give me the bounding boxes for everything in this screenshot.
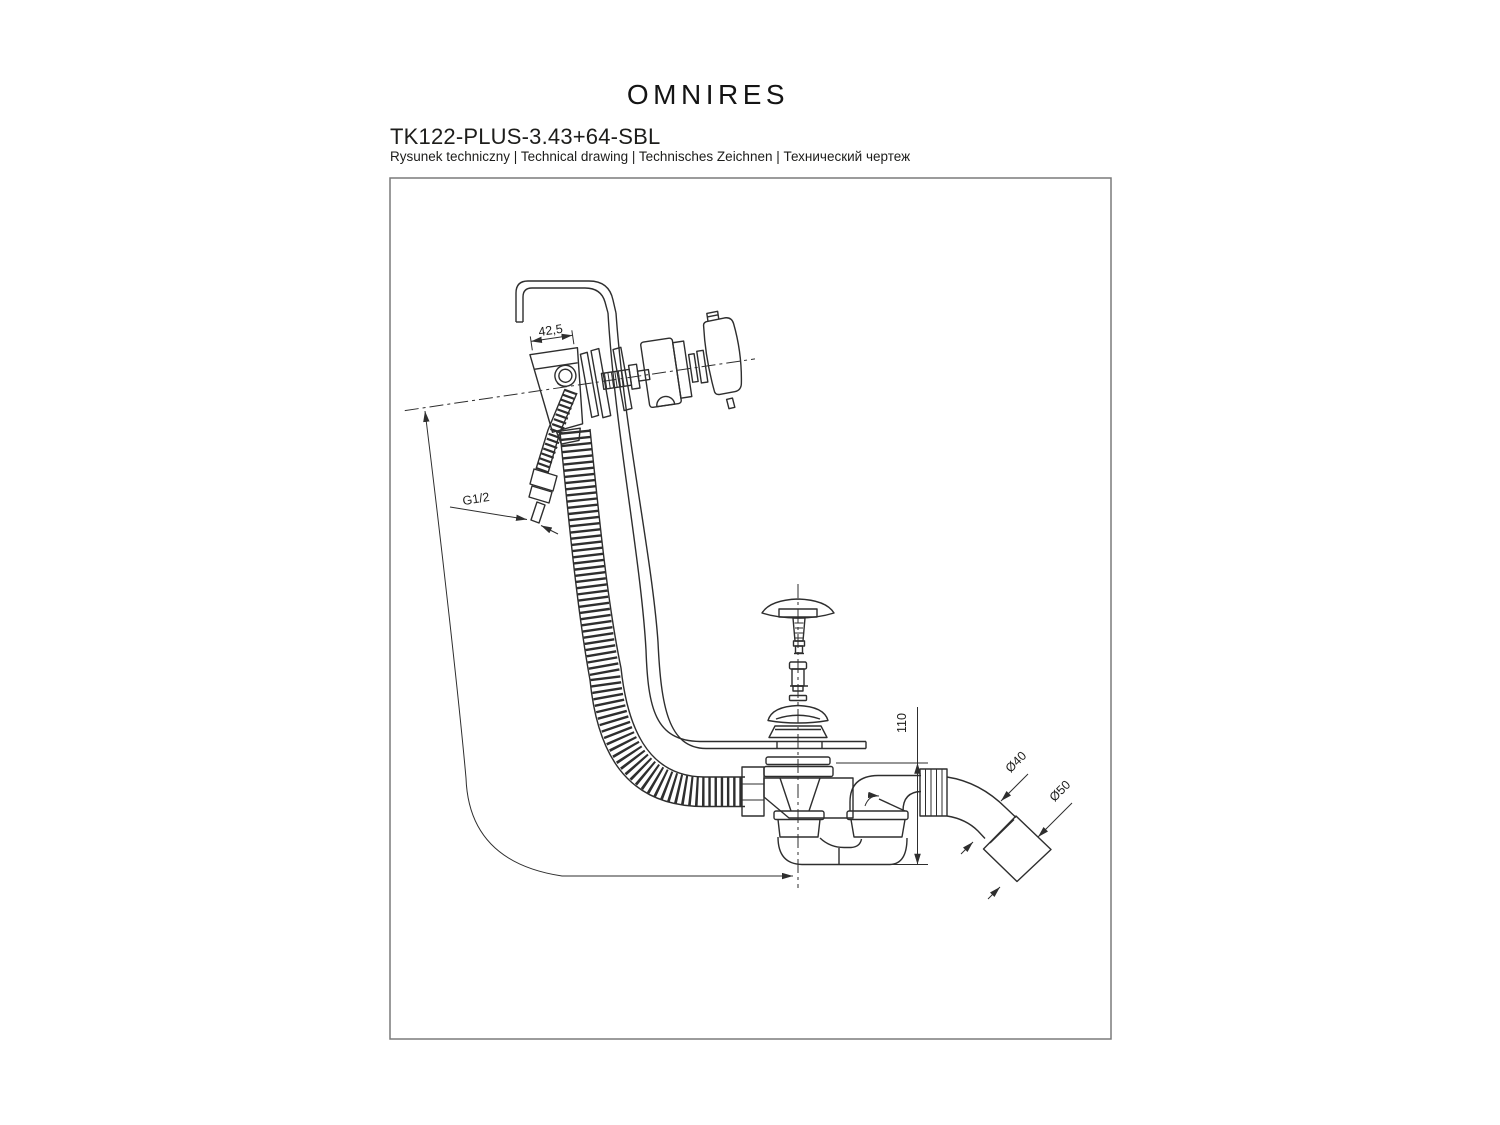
brand-logo: OMNIRES bbox=[626, 79, 790, 110]
waste-drain-assembly bbox=[741, 756, 1052, 883]
waste-plug-exploded bbox=[761, 584, 835, 888]
drain-body bbox=[763, 777, 854, 819]
trap-cup-right bbox=[846, 810, 909, 821]
overflow-assembly: 42,5 bbox=[404, 310, 756, 445]
knob-housing bbox=[640, 337, 693, 409]
outlet-pipe bbox=[946, 776, 1017, 819]
product-code: TK122-PLUS-3.43+64-SBL bbox=[390, 124, 661, 149]
overflow-width-label: 42,5 bbox=[538, 322, 564, 339]
supply-hose: G1/2 bbox=[449, 388, 578, 535]
plug-cap bbox=[761, 598, 835, 619]
tub-outline bbox=[423, 410, 793, 880]
drawing-frame bbox=[389, 177, 1112, 1040]
outlet-coupling bbox=[982, 815, 1052, 883]
overflow-width-dimension: 42,5 bbox=[529, 322, 575, 351]
drain-gasket bbox=[768, 725, 828, 739]
supply-thread-label: G1/2 bbox=[462, 490, 491, 508]
outlet-large-dimension: Ø50 bbox=[987, 778, 1074, 900]
plug-cartridge bbox=[788, 661, 808, 692]
flex-hose bbox=[559, 428, 745, 808]
outlet-nut bbox=[919, 768, 948, 817]
supply-hose-nut bbox=[529, 468, 558, 492]
trap-cup-left bbox=[773, 810, 825, 821]
cable-pulley bbox=[554, 364, 577, 387]
plug-washer bbox=[788, 694, 808, 702]
swivel-arrow bbox=[864, 791, 880, 807]
overflow-body bbox=[529, 347, 584, 433]
drain-height-dimension: 110 bbox=[836, 707, 928, 865]
drawing-subtitle: Rysunek techniczny | Technical drawing |… bbox=[390, 149, 911, 164]
threaded-stem bbox=[600, 363, 651, 391]
outlet-large-label: Ø50 bbox=[1047, 778, 1074, 805]
strainer-flange bbox=[765, 756, 831, 766]
trap-elbow bbox=[849, 774, 921, 811]
outlet-small-label: Ø40 bbox=[1003, 749, 1030, 776]
hose-nut bbox=[741, 766, 765, 817]
tub-wall-section bbox=[515, 280, 867, 750]
drain-height-label: 110 bbox=[895, 713, 909, 733]
strainer-dome bbox=[767, 704, 829, 724]
overflow-cap bbox=[702, 310, 743, 410]
